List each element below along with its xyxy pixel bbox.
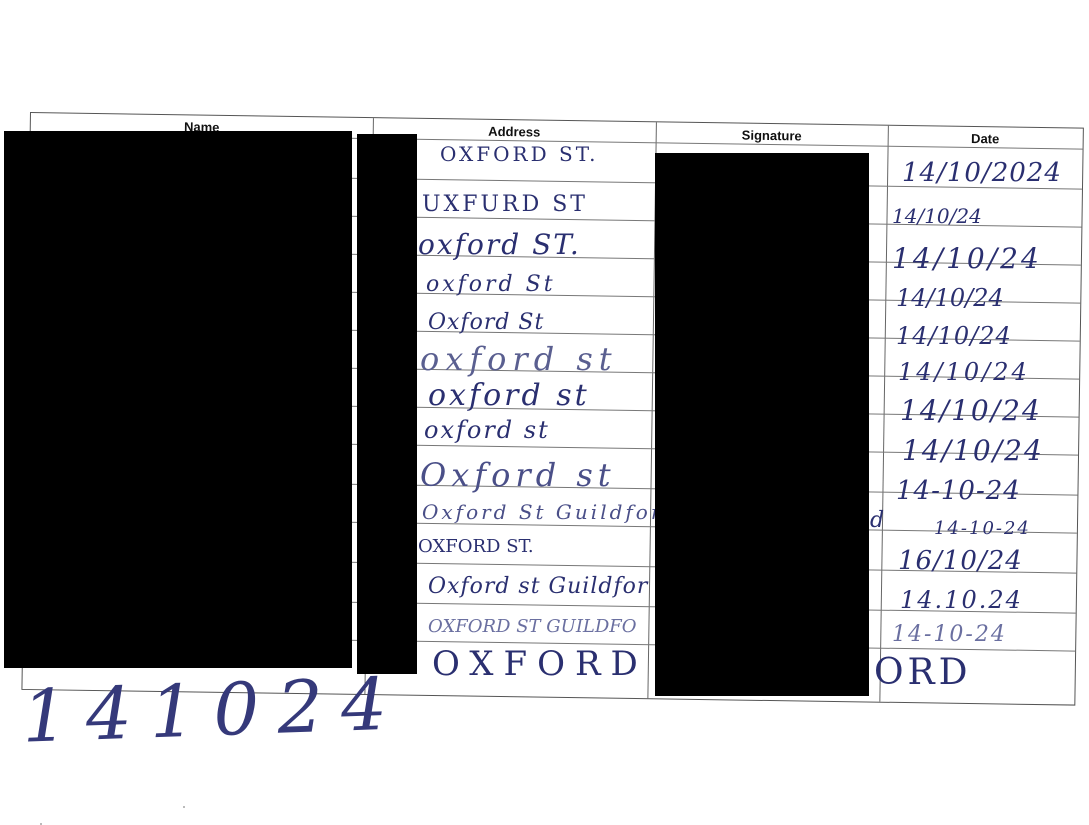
date-entry: 14/10/24 — [896, 322, 1012, 350]
date-entry: 14/10/24 — [902, 434, 1044, 467]
date-entry: 14/10/24 — [900, 394, 1042, 427]
date-entry: 14-10-24 — [934, 518, 1031, 539]
address-entry: OXFORD ST GUILDFO — [428, 616, 637, 637]
address-number-redaction — [357, 134, 417, 674]
date-entry: 16/10/24 — [898, 546, 1023, 576]
address-entry: oxford st — [428, 378, 590, 413]
address-entry: OXFORD — [432, 644, 648, 684]
date-entry: 14-10-24 — [896, 476, 1021, 506]
address-entry: oxford st — [420, 340, 618, 378]
date-entry: 14.10.24 — [900, 586, 1023, 614]
scan-speck — [40, 823, 42, 825]
address-entry: OXFORD ST. — [418, 536, 534, 557]
address-entry: oxford ST. — [418, 228, 581, 261]
date-entry: 14/10/24 — [892, 204, 982, 228]
address-entry: oxford st — [424, 416, 550, 444]
address-entry: oxford St — [426, 272, 556, 297]
date-entry: 14/10/24 — [898, 358, 1030, 386]
address-entry: Oxford St — [428, 310, 545, 335]
name-column-redaction — [4, 131, 352, 668]
date-entry: ORD — [874, 652, 972, 693]
handwritten-date-note: 141024 — [20, 661, 407, 759]
date-entry: 14/10/24 — [892, 242, 1042, 275]
date-entry: 14-10-24 — [892, 622, 1007, 647]
signature-column-redaction — [655, 153, 869, 696]
date-entry: 14/10/2024 — [902, 158, 1062, 188]
address-entry: OXFORD ST. — [440, 142, 599, 166]
address-entry: Oxford st — [420, 456, 616, 494]
address-entry: Oxford St Guildfor — [422, 500, 658, 524]
date-entry: 14/10/24 — [896, 284, 1004, 312]
scan-speck — [183, 806, 185, 808]
address-entry: UXFURD ST — [422, 192, 588, 217]
address-entry: Oxford st Guildfor — [428, 574, 649, 599]
bleed-mark: d — [870, 508, 885, 533]
